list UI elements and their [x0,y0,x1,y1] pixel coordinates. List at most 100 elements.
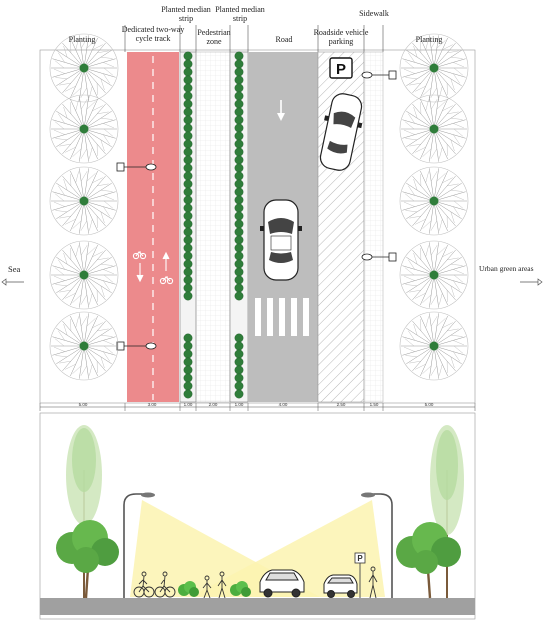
shrub [235,196,243,204]
shrub [184,342,192,350]
shrub [184,68,192,76]
shrub [184,292,192,300]
shrub [235,108,243,116]
zone-label-road: Road [262,35,306,44]
shrub [184,204,192,212]
dim-pedestrian: 2.00 [202,402,224,407]
shrub [235,342,243,350]
dim-parking: 2.50 [330,402,352,407]
shrub [235,284,243,292]
dim-planting-left: 5.00 [72,402,94,407]
shrub [235,188,243,196]
shrub [184,164,192,172]
sidewalk [364,52,383,402]
shrub [235,220,243,228]
shrub [184,132,192,140]
shrub [184,228,192,236]
shrub [184,148,192,156]
dim-cycle-track: 3.00 [141,402,163,407]
shrub [235,172,243,180]
zone-label-planting-right: Planting [402,35,456,44]
shrub [184,140,192,148]
shrub [235,116,243,124]
shrub [235,124,243,132]
shrub [184,196,192,204]
shrub [184,374,192,382]
zone-label-median-1: Planted median strip [159,5,213,23]
shrub [235,228,243,236]
shrub [184,108,192,116]
shrub [184,92,192,100]
shrub [184,350,192,358]
shrub [235,84,243,92]
zone-label-parking: Roadside vehicle parking [306,28,376,46]
shrub [184,180,192,188]
shrub [235,366,243,374]
side-label-sea: Sea [8,264,20,274]
shrub [235,100,243,108]
shrub [235,292,243,300]
shrub [235,252,243,260]
parking-sign-letter: P [336,61,346,78]
shrub [235,52,243,60]
dim-road: 4.00 [272,402,294,407]
shrub [235,60,243,68]
shrub [184,220,192,228]
shrub [235,164,243,172]
shrub [235,140,243,148]
shrub [184,390,192,398]
shrub [184,284,192,292]
shrub [184,124,192,132]
shrub [235,76,243,84]
shrub [184,52,192,60]
shrub [184,100,192,108]
shrub [235,382,243,390]
pedestrian-zone [196,52,230,402]
shrub [235,92,243,100]
shrub [235,212,243,220]
shrub [235,132,243,140]
shrub [235,236,243,244]
shrub [184,260,192,268]
zone-label-cycle-track: Dedicated two-way cycle track [121,25,185,43]
shrub [184,276,192,284]
shrub [235,148,243,156]
dim-median-1: 1.00 [178,402,198,407]
ground [40,598,475,615]
shrub [235,68,243,76]
shrub [184,188,192,196]
zone-label-sidewalk: Sidewalk [348,9,400,18]
shrub [184,156,192,164]
shrub [235,276,243,284]
shrub [184,244,192,252]
shrub [184,334,192,342]
zone-label-planting-left: Planting [56,35,108,44]
shrub [235,156,243,164]
dim-sidewalk: 1.50 [364,402,384,407]
shrub [235,244,243,252]
shrub [184,60,192,68]
shrub [235,180,243,188]
shrub [184,116,192,124]
shrub [235,358,243,366]
dimension-line [40,403,475,411]
shrub [235,350,243,358]
shrub [235,260,243,268]
shrub [184,212,192,220]
shrub [235,390,243,398]
shrub [184,252,192,260]
dim-median-2: 1.00 [229,402,249,407]
shrub [184,236,192,244]
zone-label-pedestrian: Pedestrian zone [197,28,231,46]
shrub [184,172,192,180]
shrub [235,204,243,212]
dim-planting-right: 5.00 [418,402,440,407]
shrub [235,334,243,342]
parking-sign-section-letter: P [357,554,363,563]
shrub [235,268,243,276]
side-label-urban-green: Urban green areas [479,264,534,273]
shrub [184,268,192,276]
shrub [184,84,192,92]
